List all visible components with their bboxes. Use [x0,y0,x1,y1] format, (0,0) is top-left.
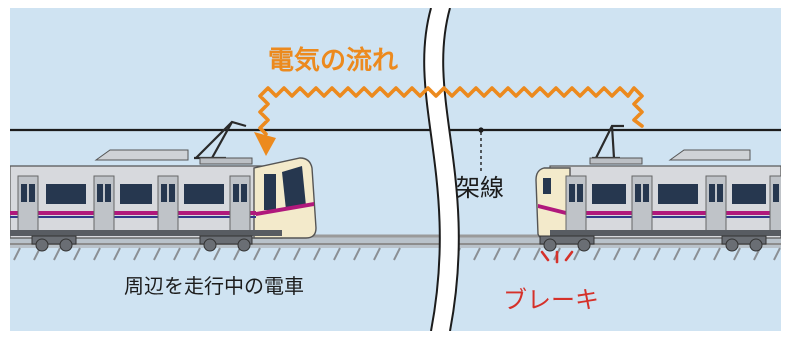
overhead-wire [10,127,781,171]
nearby-train-label: 周辺を走行中の電車 [124,274,304,298]
left-train [10,120,317,252]
brake-spark-icon [540,250,574,264]
diagram-scene [10,8,781,331]
break-symbol [423,8,460,331]
zigzag-current-arrow [254,86,644,156]
diagram-panel: 電気の流れ 架線 周辺を走行中の電車 ブレーキ [10,8,781,331]
overhead-wire-label: 架線 [456,174,504,202]
left-pantograph [194,120,247,160]
current-flow-label: 電気の流れ [268,46,399,76]
railway-track [10,234,781,261]
brake-label: ブレーキ [503,286,599,314]
right-train [535,124,781,252]
